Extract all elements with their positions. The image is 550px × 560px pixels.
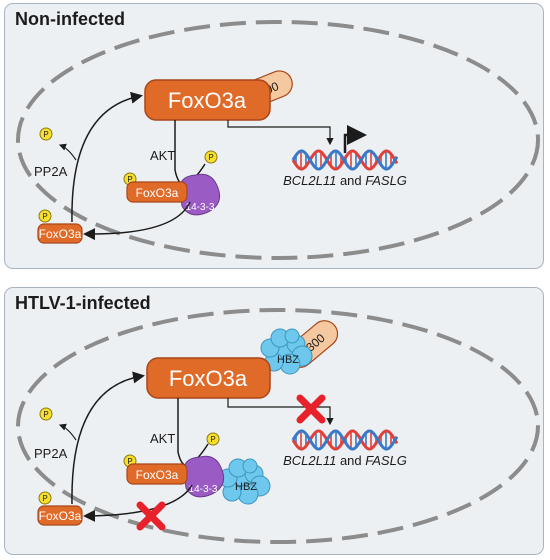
foxo3a-nuclear: FoxO3a <box>144 79 271 121</box>
svg-text:P: P <box>210 435 215 444</box>
foxo3a-bound: FoxO3a <box>126 181 188 203</box>
target-genes-label: BCL2L11 and FASLG <box>283 173 407 188</box>
phospho-group: P <box>39 407 53 421</box>
pp2a-label: PP2A <box>34 446 68 461</box>
foxo3a-cytoplasmic: FoxO3a <box>37 505 83 526</box>
adapter-14-3-3: 14-3-3 <box>183 455 225 498</box>
svg-text:14-3-3: 14-3-3 <box>189 484 218 495</box>
block-x-icon <box>136 501 166 531</box>
target-genes-label: BCL2L11 and FASLG <box>283 453 407 468</box>
svg-text:FoxO3a: FoxO3a <box>168 88 247 113</box>
foxo3a-cytoplasmic: FoxO3a <box>37 223 83 244</box>
hbz-protein: HBZ <box>260 328 313 375</box>
dna-helix <box>291 149 399 171</box>
dna-strand <box>291 429 399 451</box>
svg-text:FoxO3a: FoxO3a <box>136 468 179 482</box>
pp2a-release-arrow <box>58 143 77 161</box>
svg-text:P: P <box>43 130 48 139</box>
panel-title: Non-infected <box>15 9 125 29</box>
svg-text:P: P <box>42 212 47 221</box>
phospho-group: P <box>38 491 52 505</box>
foxo3a-bound: FoxO3a <box>126 463 188 485</box>
svg-text:14-3-3: 14-3-3 <box>186 202 215 213</box>
promoter-arrow <box>343 125 367 153</box>
hbz-protein: HBZ <box>218 458 271 505</box>
svg-text:P: P <box>43 410 48 419</box>
phospho-group: P <box>38 209 52 223</box>
pp2a-label: PP2A <box>34 164 68 179</box>
svg-text:FoxO3a: FoxO3a <box>136 186 179 200</box>
svg-text:P: P <box>127 175 132 184</box>
block-x-icon <box>296 394 326 424</box>
pp2a-import-arrow <box>71 371 145 505</box>
nucleus-non-infected <box>16 20 540 260</box>
svg-text:P: P <box>208 153 213 162</box>
dna-strand <box>291 149 399 171</box>
adapter-14-3-3: 14-3-3 <box>179 173 221 216</box>
svg-text:HBZ: HBZ <box>235 481 257 493</box>
panel-title: HTLV-1-infected <box>15 293 151 313</box>
phospho-group: P <box>39 127 53 141</box>
export-arrow <box>83 201 191 241</box>
dna-helix <box>291 429 399 451</box>
pp2a-import-arrow <box>71 91 143 223</box>
foxo3a-nuclear: FoxO3a <box>146 357 271 399</box>
svg-text:FoxO3a: FoxO3a <box>39 227 82 241</box>
phospho-group: P <box>204 150 218 164</box>
transcription-arrow <box>227 120 334 146</box>
svg-text:FoxO3a: FoxO3a <box>169 366 248 391</box>
akt-label: AKT <box>150 431 175 446</box>
transcription-arrow <box>227 398 334 426</box>
phospho-group: P <box>206 432 220 446</box>
pp2a-release-arrow <box>58 423 77 441</box>
svg-text:P: P <box>127 457 132 466</box>
svg-text:P: P <box>42 494 47 503</box>
panel-non-infected: Non-infected <box>4 3 544 269</box>
nucleus-htlv-infected <box>16 308 540 544</box>
akt-label: AKT <box>150 148 175 163</box>
svg-text:HBZ: HBZ <box>277 354 299 366</box>
svg-text:FoxO3a: FoxO3a <box>39 509 82 523</box>
akt-arrow <box>177 398 209 467</box>
